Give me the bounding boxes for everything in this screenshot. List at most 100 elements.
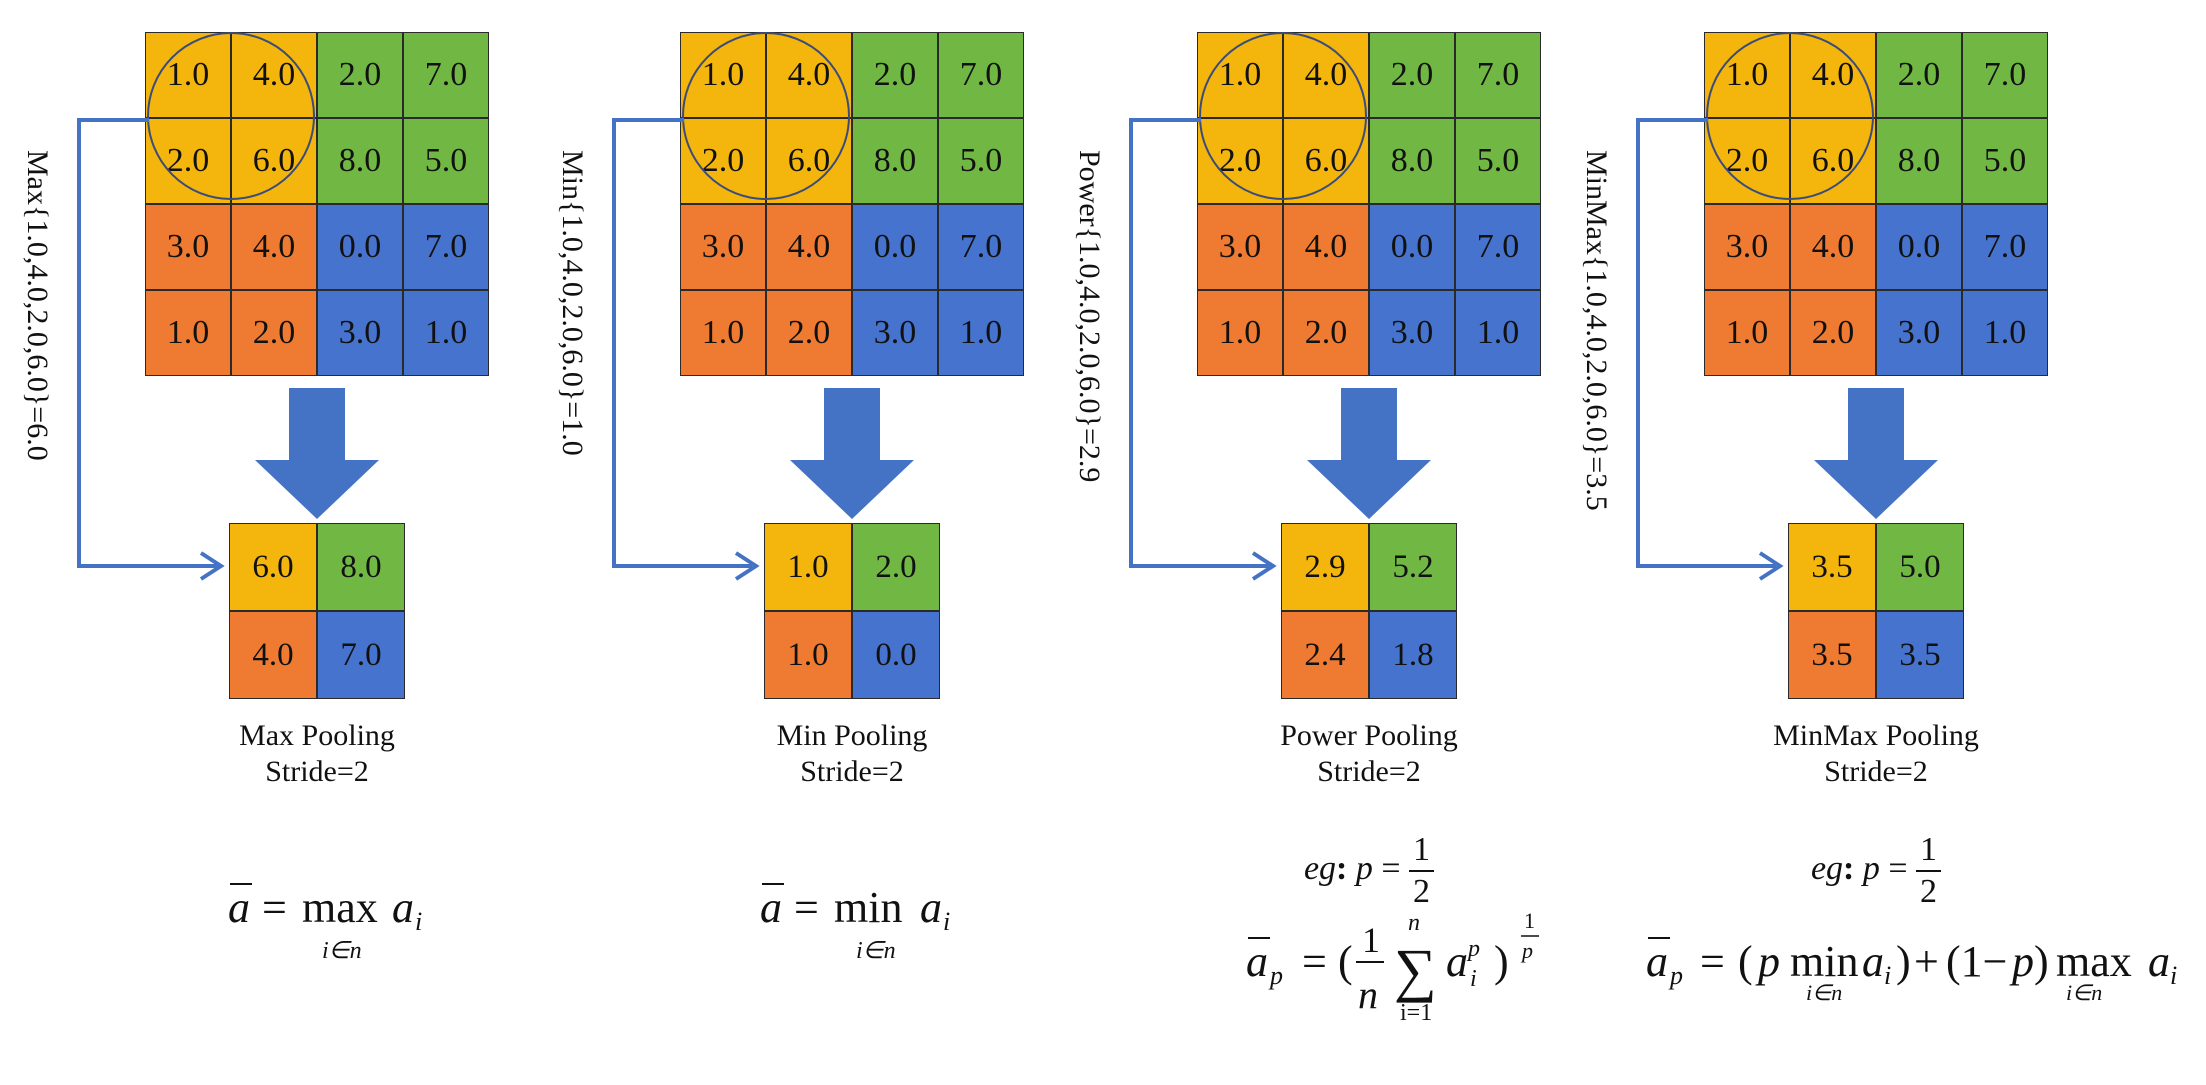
svg-text:a: a <box>2148 937 2170 986</box>
input-cell: 0.0 <box>1876 204 1962 290</box>
input-cell: 3.0 <box>680 204 766 290</box>
svg-text:n: n <box>1358 972 1378 1017</box>
input-cell: 8.0 <box>1876 118 1962 204</box>
max-formula: a = max a i i∈n <box>228 883 422 964</box>
input-cell: 3.0 <box>1704 204 1790 290</box>
caption-stride: Stride=2 <box>1317 755 1421 788</box>
input-cell: 0.0 <box>1369 204 1455 290</box>
input-cell: 1.0 <box>1197 290 1283 376</box>
connector-arrowhead <box>199 551 225 581</box>
svg-text:): ) <box>1896 937 1911 986</box>
svg-text:i∈n: i∈n <box>856 938 896 964</box>
svg-text:p: p <box>1466 936 1480 962</box>
svg-text:=: = <box>1700 937 1725 986</box>
input-cell: 3.0 <box>1369 290 1455 376</box>
svg-text:i=1: i=1 <box>1400 1000 1432 1026</box>
output-cell: 8.0 <box>317 523 405 611</box>
down-arrow <box>1307 388 1431 519</box>
eg-denominator: 2 <box>1413 873 1431 910</box>
input-cell: 2.0 <box>231 290 317 376</box>
caption-title: Min Pooling <box>776 719 928 752</box>
input-cell: 5.0 <box>1455 118 1541 204</box>
input-cell: 3.0 <box>1876 290 1962 376</box>
input-cell: 4.0 <box>231 204 317 290</box>
input-cell: 3.0 <box>852 290 938 376</box>
eg-variable: p <box>1355 849 1373 887</box>
svg-text:+: + <box>1914 937 1939 986</box>
output-cell: 7.0 <box>317 611 405 699</box>
svg-text:∑: ∑ <box>1394 937 1437 1003</box>
minmax-formula: a p = ( p min i∈n a i ) + (1− p ) max i∈… <box>1646 937 2177 1005</box>
window-highlight-circle <box>682 32 850 200</box>
output-cell: 3.5 <box>1876 611 1964 699</box>
output-cell: 4.0 <box>229 611 317 699</box>
svg-text:): ) <box>1494 937 1509 986</box>
eg-colon: : <box>1336 849 1348 887</box>
connector-arrowhead <box>734 551 760 581</box>
svg-text:a: a <box>1246 937 1268 986</box>
input-cell: 7.0 <box>1962 204 2048 290</box>
input-cell: 7.0 <box>1962 32 2048 118</box>
eg-equals: = <box>1381 849 1401 887</box>
svg-text:p: p <box>1755 937 1780 986</box>
output-cell: 1.0 <box>764 611 852 699</box>
input-cell: 7.0 <box>403 32 489 118</box>
output-cell: 3.5 <box>1788 523 1876 611</box>
down-arrow <box>1814 388 1938 519</box>
svg-text:i: i <box>2170 961 2177 990</box>
svg-text:=: = <box>262 883 287 932</box>
input-cell: 8.0 <box>317 118 403 204</box>
output-cell: 2.9 <box>1281 523 1369 611</box>
svg-text:n: n <box>1408 910 1420 936</box>
down-arrow <box>790 388 914 519</box>
window-highlight-circle <box>147 32 315 200</box>
svg-text:): ) <box>2034 937 2049 986</box>
eg-numerator: 1 <box>1409 830 1435 872</box>
window-highlight-circle <box>1199 32 1367 200</box>
svg-text:a: a <box>1646 937 1668 986</box>
input-cell: 7.0 <box>1455 204 1541 290</box>
input-cell: 7.0 <box>938 204 1024 290</box>
input-cell: 8.0 <box>1369 118 1455 204</box>
svg-text:p: p <box>2009 937 2034 986</box>
output-cell: 5.0 <box>1876 523 1964 611</box>
svg-text:a: a <box>920 883 942 932</box>
eg-prefix: eg <box>1303 849 1337 887</box>
caption-title: Power Pooling <box>1280 719 1458 752</box>
connector-arrowhead <box>1251 551 1277 581</box>
svg-text:p: p <box>1668 961 1683 990</box>
svg-text:i∈n: i∈n <box>2066 980 2102 1005</box>
input-cell: 3.0 <box>145 204 231 290</box>
eg-prefix: eg <box>1810 849 1844 887</box>
svg-text:a: a <box>228 883 250 932</box>
svg-text:i: i <box>415 907 422 936</box>
input-cell: 2.0 <box>1790 290 1876 376</box>
output-cell: 2.4 <box>1281 611 1369 699</box>
svg-text:a: a <box>1862 937 1884 986</box>
output-cell: 0.0 <box>852 611 940 699</box>
connector-line <box>1129 118 1269 568</box>
input-cell: 5.0 <box>403 118 489 204</box>
input-cell: 2.0 <box>1369 32 1455 118</box>
eg-numerator: 1 <box>1916 830 1942 872</box>
caption-title: Max Pooling <box>239 719 395 752</box>
input-cell: 5.0 <box>1962 118 2048 204</box>
svg-text:i: i <box>943 907 950 936</box>
caption-stride: Stride=2 <box>1824 755 1928 788</box>
window-highlight-circle <box>1706 32 1874 200</box>
svg-text:i∈n: i∈n <box>322 938 362 964</box>
input-cell: 1.0 <box>680 290 766 376</box>
